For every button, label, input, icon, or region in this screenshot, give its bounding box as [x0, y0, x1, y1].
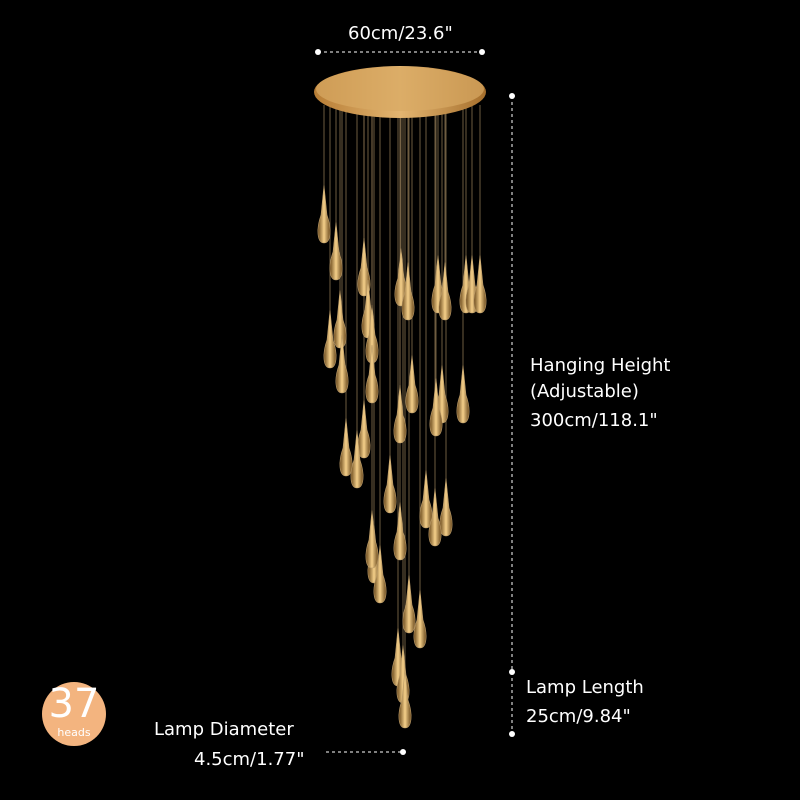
- heads-count: 37: [48, 681, 100, 727]
- crystal-drop-23: [339, 417, 353, 477]
- crystal-drop-33: [413, 589, 427, 649]
- lamp-diameter-value: 4.5cm/1.77": [194, 749, 305, 770]
- crystal-drop-20: [429, 377, 443, 437]
- canopy-highlight: [316, 67, 484, 111]
- crystal-drop-3: [357, 237, 371, 297]
- crystal-drop-16: [405, 354, 419, 414]
- crystal-drop-26: [439, 477, 453, 537]
- canopy-width-label: 60cm/23.6": [348, 23, 453, 44]
- hanging-height-label: Hanging Height: [530, 355, 671, 376]
- crystal-drop-12: [323, 309, 337, 369]
- crystal-drop-21: [393, 384, 407, 444]
- heads-unit: heads: [57, 726, 91, 739]
- crystal-drop-36: [398, 669, 412, 729]
- crystal-drop-29: [393, 501, 407, 561]
- crystal-drop-24: [350, 429, 364, 489]
- crystal-drop-15: [335, 334, 349, 394]
- hanging-height-value: 300cm/118.1": [530, 410, 658, 431]
- crystal-drop-31: [373, 544, 387, 604]
- crystal-drop-27: [428, 487, 442, 547]
- lamp-diameter-label: Lamp Diameter: [154, 719, 294, 740]
- crystal-drop-11: [333, 289, 347, 349]
- crystal-drop-5: [401, 261, 415, 321]
- heads-count-badge: 37 heads: [42, 682, 106, 746]
- lamp-length-label: Lamp Length: [526, 677, 644, 698]
- hanging-height-note: (Adjustable): [530, 381, 639, 402]
- crystal-drop-17: [365, 344, 379, 404]
- crystal-drop-28: [383, 454, 397, 514]
- crystal-drop-22: [357, 399, 371, 459]
- crystal-drop-7: [438, 261, 452, 321]
- crystal-drops: [317, 184, 487, 729]
- hanging-height-line: [509, 93, 515, 737]
- canopy-width-line: [315, 49, 485, 55]
- lamp-length-value: 25cm/9.84": [526, 706, 631, 727]
- crystal-drop-32: [402, 574, 416, 634]
- crystal-drop-1: [317, 184, 331, 244]
- crystal-drop-37: [365, 509, 379, 569]
- lamp-diameter-line: [326, 749, 406, 755]
- crystal-drop-18: [456, 364, 470, 424]
- crystal-drop-25: [419, 469, 433, 529]
- crystal-drop-2: [329, 221, 343, 281]
- crystal-drop-10: [473, 254, 487, 314]
